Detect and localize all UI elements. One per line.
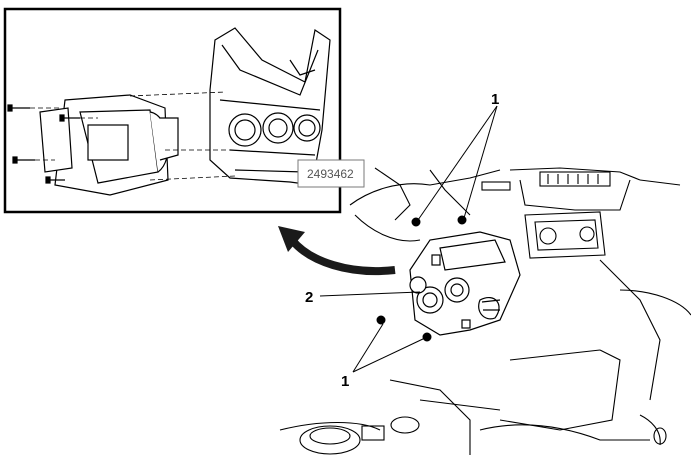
figure-id: 2493462 bbox=[307, 167, 354, 181]
inset-bezel-housing bbox=[209, 27, 331, 186]
leader-lines bbox=[319, 105, 498, 373]
callout-1-screws-lower: 1 bbox=[341, 373, 349, 390]
inset-alignment-lines bbox=[30, 91, 236, 181]
figure-id-box: 2493462 bbox=[297, 159, 365, 188]
callout-2-control-panel: 2 bbox=[305, 289, 313, 306]
curved-arrow bbox=[278, 226, 396, 275]
callout-1-screws-upper: 1 bbox=[491, 91, 499, 108]
main-dashboard-view bbox=[279, 167, 691, 455]
inset-screws bbox=[7, 104, 80, 184]
inset-control-module bbox=[39, 94, 179, 196]
inset-detail bbox=[3, 7, 342, 214]
hvac-control-panel bbox=[409, 231, 521, 336]
